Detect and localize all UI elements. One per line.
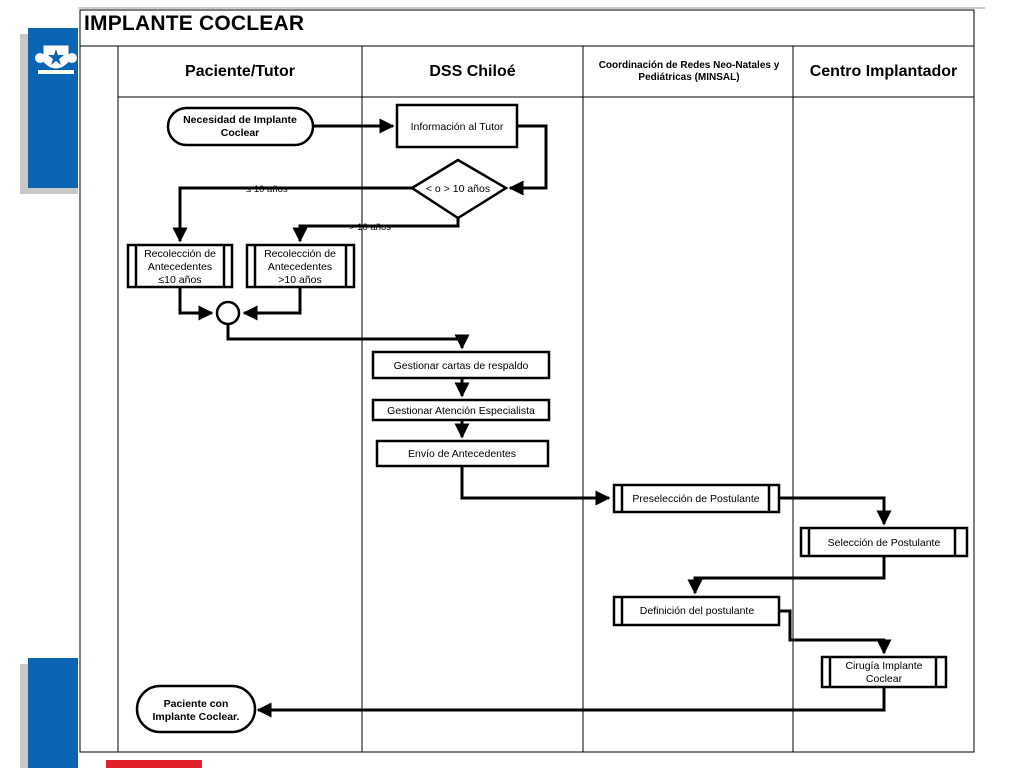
node-end-line-1: Paciente con <box>164 698 229 710</box>
node-recoleccion-low: Recolección de Antecedentes ≤10 años <box>126 243 234 289</box>
node-end: Paciente con Implante Coclear. <box>135 684 257 734</box>
side-band-bottom <box>28 658 78 768</box>
node-rec-high-line-1: Recolección de <box>264 248 336 260</box>
node-seleccion-label: Selección de Postulante <box>828 537 941 549</box>
node-start-line-1: Necesidad de Implante <box>183 114 297 126</box>
edge-high-merge <box>242 288 302 321</box>
node-info-label: Información al Tutor <box>411 121 504 133</box>
node-info: Información al Tutor <box>395 103 519 149</box>
node-envio-label: Envío de Antecedentes <box>408 448 516 460</box>
edge-low-merge <box>178 288 214 321</box>
node-decision: < o > 10 años <box>409 158 509 220</box>
node-rec-low-line-1: Recolección de <box>144 248 216 260</box>
node-start-line-2: Coclear <box>221 127 260 139</box>
node-cartas: Gestionar cartas de respaldo <box>371 350 551 380</box>
edge-label-low: ≤ 10 años <box>246 184 288 195</box>
node-rec-low-line-3: ≤10 años <box>158 274 201 286</box>
edge-cirugia-end <box>256 687 886 718</box>
node-recoleccion-high: Recolección de Antecedentes >10 años <box>245 243 356 289</box>
node-definicion-label: Definición del postulante <box>640 605 755 617</box>
node-preseleccion: Preselección de Postulante <box>612 483 781 514</box>
connectors <box>172 118 892 718</box>
node-cartas-label: Gestionar cartas de respaldo <box>394 360 529 372</box>
edge-label-high: > 10 años <box>349 222 391 233</box>
edge-merge-cartas <box>226 325 470 350</box>
node-cirugia: Cirugía Implante Coclear <box>820 655 948 689</box>
edge-decision-low <box>172 186 412 243</box>
merge-connector <box>215 300 241 326</box>
node-rec-high-line-3: >10 años <box>278 274 322 286</box>
node-rec-high-line-2: Antecedentes <box>268 261 332 273</box>
edge-envio-preseleccion <box>460 467 611 506</box>
node-decision-label: < o > 10 años <box>426 183 490 195</box>
diagram-title: IMPLANTE COCLEAR <box>84 12 305 35</box>
node-rec-low-line-2: Antecedentes <box>148 261 212 273</box>
edge-decision-high <box>292 218 460 243</box>
lane-header-paciente: Paciente/Tutor <box>185 63 295 80</box>
edge-seleccion-definicion <box>687 557 886 595</box>
red-footer-band <box>106 760 202 768</box>
node-envio: Envío de Antecedentes <box>375 439 550 468</box>
node-especialista: Gestionar Atención Especialista <box>371 398 551 422</box>
node-cirugia-line-1: Cirugía Implante <box>845 660 922 672</box>
node-preseleccion-label: Preselección de Postulante <box>632 493 759 505</box>
lane-header-centro: Centro Implantador <box>809 63 958 80</box>
edge-preseleccion-seleccion <box>779 496 892 526</box>
lane-header-coordinacion: Coordinación de Redes Neo-Natales y Pedi… <box>598 60 780 83</box>
swimlane-grid <box>78 7 985 753</box>
node-seleccion: Selección de Postulante <box>799 526 969 558</box>
edge-info-decision <box>508 124 548 196</box>
node-end-line-2: Implante Coclear. <box>153 711 240 723</box>
node-start: Necesidad de Implante Coclear <box>166 106 315 147</box>
lane-header-dss: DSS Chiloé <box>429 63 516 80</box>
edge-definicion-cirugia <box>779 609 892 655</box>
node-definicion: Definición del postulante <box>612 595 781 627</box>
node-especialista-label: Gestionar Atención Especialista <box>387 405 535 417</box>
node-cirugia-line-2: Coclear <box>866 673 903 685</box>
coat-of-arms-logo <box>35 45 77 74</box>
